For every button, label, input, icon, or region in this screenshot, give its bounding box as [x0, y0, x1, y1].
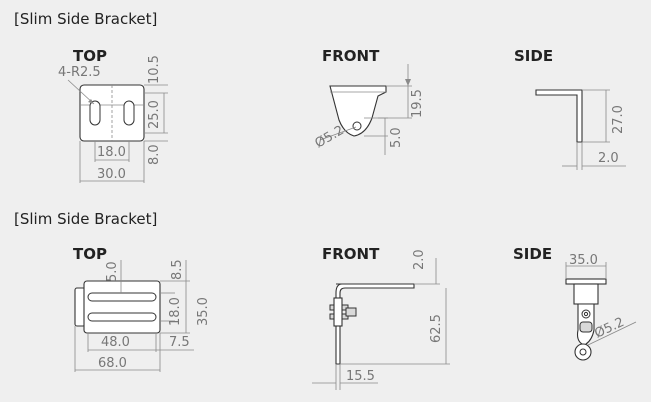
section-title-2: [Slim Side Bracket]: [14, 210, 158, 228]
dim-front-5-0: 5.0: [389, 127, 404, 148]
side-view-1: [535, 89, 626, 170]
dim-top-25-0: 25.0: [147, 100, 162, 129]
dim-top-18-0: 18.0: [97, 145, 126, 160]
dim-front2-2-0: 2.0: [412, 249, 427, 270]
dim-side-2-0: 2.0: [598, 151, 619, 166]
dim-top2-5-0: 5.0: [105, 261, 120, 282]
view-label-side-2: SIDE: [513, 245, 553, 263]
dim-top2-68-0: 68.0: [98, 356, 127, 371]
dim-top2-7-5: 7.5: [169, 335, 190, 350]
view-label-front-1: FRONT: [322, 47, 380, 65]
top-view-1: [67, 79, 168, 183]
section-title-1: [Slim Side Bracket]: [14, 10, 158, 28]
dim-front-19-5: 19.5: [410, 89, 425, 118]
dim-front2-15-5: 15.5: [346, 369, 375, 384]
view-label-top-1: TOP: [73, 47, 107, 65]
dim-radius: 4-R2.5: [58, 65, 101, 80]
top-view-2: [74, 260, 194, 372]
view-label-top-2: TOP: [73, 245, 107, 263]
front-view-2: [312, 258, 450, 390]
dim-side2-35-0: 35.0: [569, 253, 598, 268]
dim-side2-dia: Ø5.2: [592, 315, 626, 342]
dim-top2-8-5: 8.5: [170, 259, 185, 280]
dim-front2-62-5: 62.5: [429, 314, 444, 343]
dim-top2-48-0: 48.0: [101, 335, 130, 350]
dim-top2-18-0: 18.0: [168, 297, 183, 326]
dim-side-27-0: 27.0: [611, 105, 626, 134]
view-label-front-2: FRONT: [322, 245, 380, 263]
dim-top-30-0: 30.0: [97, 167, 126, 182]
dim-top-8-0: 8.0: [147, 144, 162, 165]
side-view-2: [565, 262, 637, 361]
dim-top2-35-0: 35.0: [196, 297, 211, 326]
dim-top-10-5: 10.5: [147, 55, 162, 84]
view-label-side-1: SIDE: [514, 47, 554, 65]
dim-front-dia: Ø5.2: [313, 123, 347, 151]
front-view-1: [319, 64, 412, 155]
